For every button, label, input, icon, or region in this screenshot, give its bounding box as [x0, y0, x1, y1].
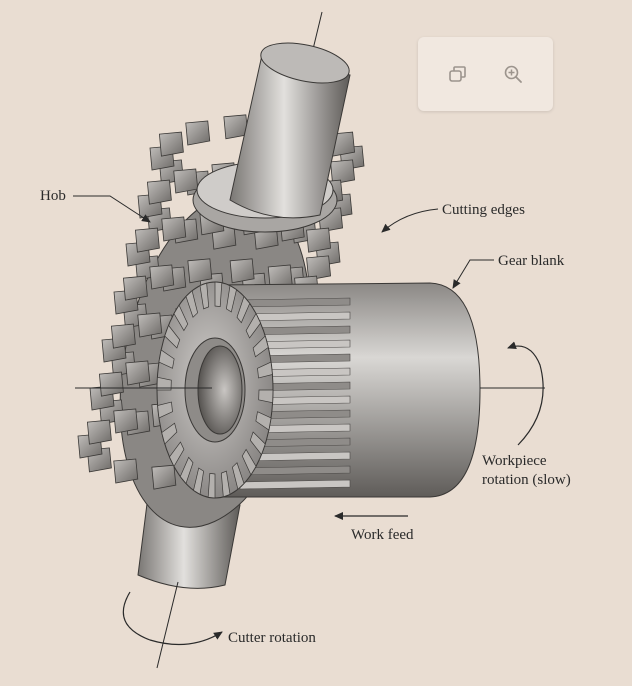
hob-tooth: [110, 323, 136, 349]
workpiece-rotation-label-line2: rotation (slow): [482, 472, 571, 488]
zoom-in-icon: [504, 65, 523, 83]
image-toolbar: [418, 37, 553, 111]
hob-tooth: [146, 179, 172, 205]
cutter-rotation-arrow: [122, 591, 223, 646]
cutting-edges-leader: [381, 208, 439, 233]
hob-tooth: [113, 458, 139, 484]
hob-tooth: [330, 159, 356, 185]
gear-face-tooth: [220, 470, 231, 498]
workpiece-rotation-label-line1: Workpiece: [482, 453, 547, 469]
gear-face-tooth: [257, 361, 273, 379]
gear-face-tooth: [249, 431, 266, 456]
gear-face-tooth: [185, 290, 199, 318]
gear-blank-label: Gear blank: [498, 253, 565, 269]
copy-button[interactable]: [440, 56, 476, 92]
gear-face-tooth: [207, 473, 216, 499]
hob-tooth: [125, 360, 151, 386]
hob-tooth: [122, 275, 148, 301]
gear-face-tooth: [164, 324, 181, 349]
hob-shaft-upper: [192, 42, 351, 233]
hob-tooth: [158, 131, 184, 157]
gear-face-tooth: [199, 282, 210, 310]
gear-face-tooth: [193, 467, 204, 495]
hob-tooth: [161, 216, 187, 242]
gear-face-tooth: [255, 411, 272, 431]
zoom-in-button[interactable]: [495, 56, 531, 92]
cutting-edges-label: Cutting edges: [442, 202, 525, 218]
cutter-rotation-label: Cutter rotation: [228, 630, 316, 646]
hob-leader: [73, 195, 151, 223]
gear-face-tooth: [241, 448, 257, 476]
hob-tooth: [306, 255, 332, 281]
gear-face-tooth: [157, 401, 173, 419]
gear-face-tooth: [231, 462, 245, 490]
gear-face-tooth: [158, 349, 175, 369]
hob-tooth: [98, 371, 124, 397]
gear-face-tooth: [214, 281, 223, 307]
hob-tooth: [137, 312, 163, 338]
hob-tooth: [173, 168, 199, 194]
work-feed-label: Work feed: [351, 527, 414, 543]
gear-face-tooth: [169, 441, 185, 468]
gear-face-tooth: [252, 335, 269, 358]
gear-face-tooth: [173, 304, 189, 332]
workpiece-rotation-arrow: [507, 341, 544, 446]
hob-tooth: [187, 258, 213, 284]
gear-face-tooth: [236, 295, 251, 324]
hob-axis-bottom: [156, 581, 179, 669]
gear-face-tooth: [161, 422, 178, 445]
hob-tooth: [134, 227, 160, 253]
hob-tooth: [151, 464, 177, 490]
gear-face-tooth: [258, 389, 274, 404]
copy-icon: [448, 66, 466, 82]
gear-face-tooth: [226, 285, 237, 313]
gear-face-tooth: [245, 312, 261, 339]
hob-tooth: [229, 258, 255, 284]
hob-tooth: [185, 120, 211, 146]
hob-label: Hob: [40, 188, 66, 204]
hob-tooth: [306, 227, 332, 253]
gear-face-tooth: [179, 456, 194, 485]
hob-tooth: [113, 408, 139, 434]
gear-blank-leader: [452, 259, 494, 289]
gear-face-tooth: [156, 376, 172, 391]
gear-blank: [156, 281, 481, 499]
hob-tooth: [86, 419, 112, 445]
hob-tooth: [149, 264, 175, 290]
